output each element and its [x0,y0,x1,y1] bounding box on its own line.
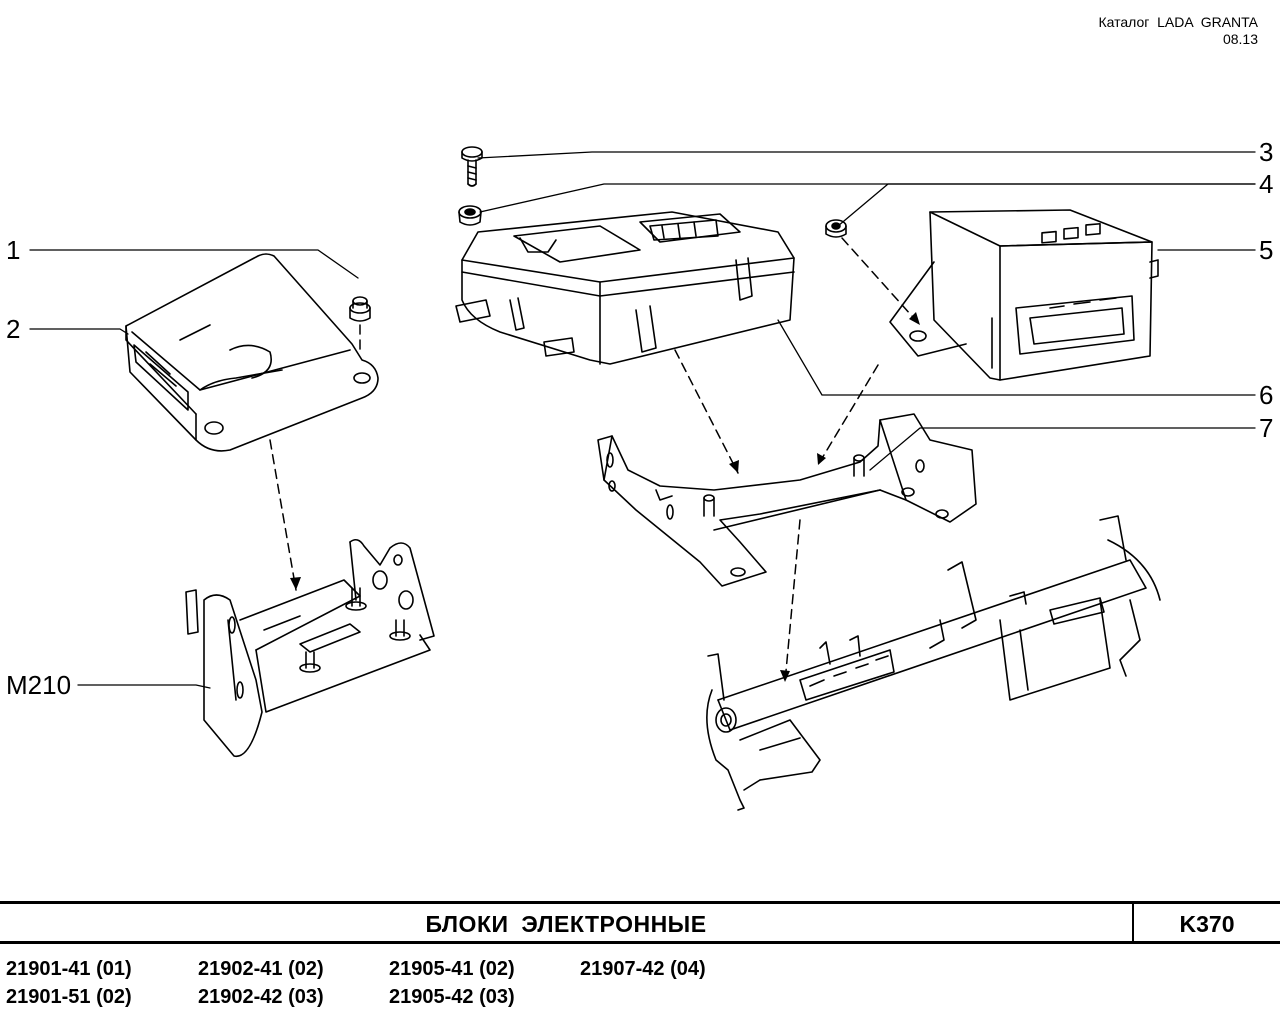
screw-part-3 [461,146,483,187]
nut-part-1 [349,296,371,322]
section-title: БЛОКИ ЭЛЕКТРОННЫЕ [425,911,707,937]
callout-5: 5 [1259,235,1273,265]
catalog-date: 08.13 [1222,31,1258,47]
callout-1: 1 [6,235,20,265]
mounting-bracket-m210 [185,538,435,757]
model-code: 21901-51 (02) [6,986,132,1008]
parts-drawing: 1 2 3 4 5 6 7 M210 [6,137,1273,811]
stud [703,494,715,517]
model-code: 21901-41 (01) [6,958,132,980]
stud [345,587,367,611]
arrow-heads [290,312,920,682]
title-bar: БЛОКИ ЭЛЕКТРОННЫЕ K370 [0,901,1280,944]
model-code: 21902-41 (02) [198,958,324,980]
stud [389,619,411,641]
callout-m210: M210 [6,670,71,700]
control-unit-part-2 [125,253,379,452]
model-code: 21905-41 (02) [389,958,515,980]
nut-part-4-right [825,219,847,238]
model-code: 21902-42 (03) [198,986,324,1008]
callout-6: 6 [1259,380,1273,410]
callout-2: 2 [6,314,20,344]
stud [299,651,321,673]
model-code: 21905-42 (03) [389,986,515,1008]
callout-3: 3 [1259,137,1273,167]
catalog-header: Каталог LADA GRANTA 08.13 [1098,14,1258,48]
bracket-part-7 [597,413,977,587]
callout-4: 4 [1259,169,1273,199]
nut-part-4 [458,205,482,226]
callout-7: 7 [1259,413,1273,443]
catalog-name: Каталог LADA GRANTA [1098,14,1258,30]
assembly-lines [269,237,921,683]
stud [853,454,865,477]
body-control-module-part-6 [455,211,795,365]
leader-lines [29,151,1256,689]
control-unit-part-5 [889,209,1159,381]
model-code: 21907-42 (04) [580,958,706,980]
dashboard-cross-member [706,515,1161,811]
title-divider [1132,904,1134,941]
section-code: K370 [1179,911,1235,937]
